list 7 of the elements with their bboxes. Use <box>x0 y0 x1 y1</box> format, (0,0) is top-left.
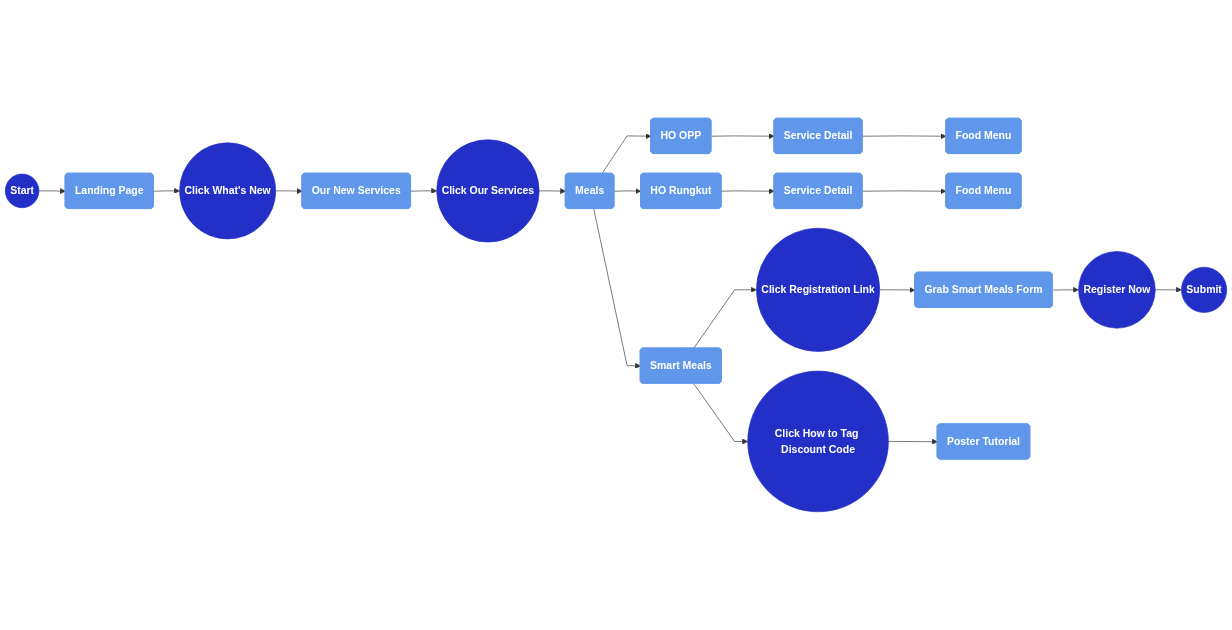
node-circle: Start <box>4 173 40 208</box>
node-circle: Register Now <box>1078 251 1156 329</box>
node-circle: Click Registration Link <box>756 227 881 352</box>
node-circle: Click What's New <box>179 142 276 240</box>
node-circle: Click How to Tag Discount Code <box>747 370 889 513</box>
node-circle: Submit <box>1181 266 1228 313</box>
node-circle: Click Our Services <box>436 139 540 243</box>
